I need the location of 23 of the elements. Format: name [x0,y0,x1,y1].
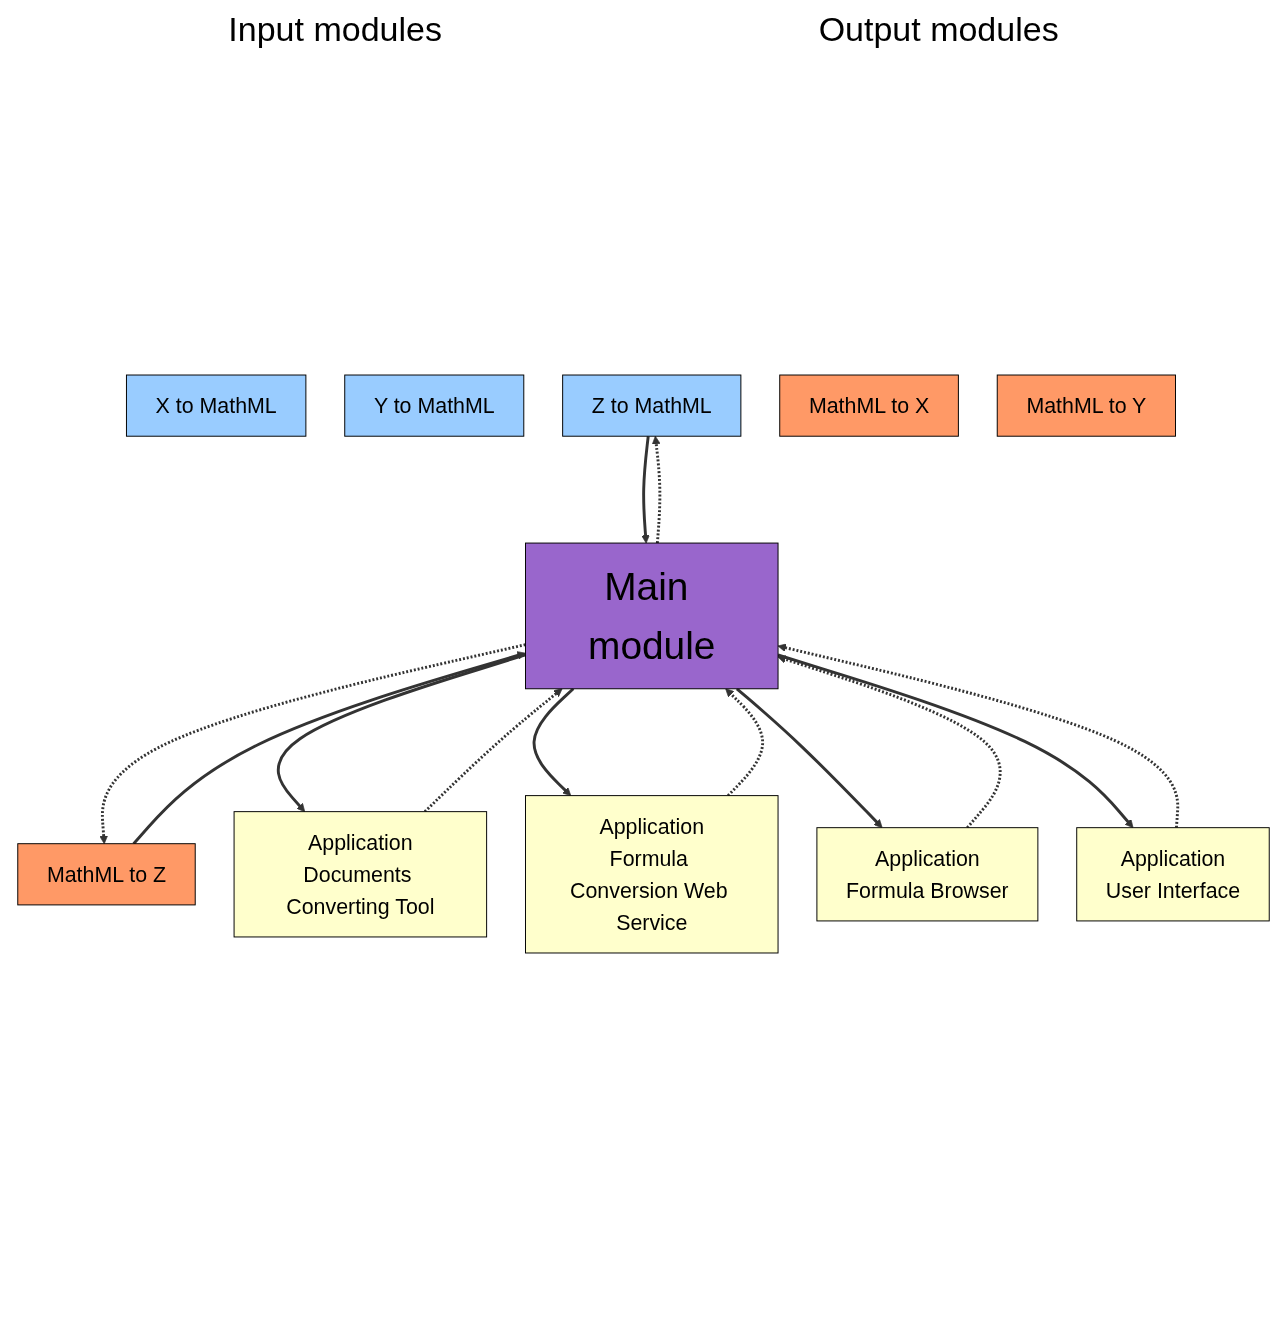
node-box: Application Documents Converting Tool [233,811,488,938]
group-heading: Output modules [818,10,1059,49]
group-heading: Input modules [228,10,442,49]
arrow [777,655,1002,829]
arrow [641,436,650,544]
node-box: Application Formula Conversion Web Service [525,795,779,954]
arrow [777,653,1134,829]
node-box: Application Formula Browser [816,827,1039,922]
node-box: MathML to Z [17,843,196,906]
node-box: X to MathML [125,374,307,437]
arrow [777,643,1180,828]
arrow [423,688,563,813]
arrow [532,687,575,796]
arrow [276,653,526,813]
node-box: MathML to Y [996,374,1176,437]
node-box: Application User Interface [1076,827,1270,922]
node-box: Main module [525,542,779,690]
arrow [735,687,883,829]
node-box: Y to MathML [344,374,525,437]
node-box: MathML to X [779,374,959,437]
node-box: Z to MathML [562,374,742,437]
arrow [651,435,662,544]
arrow [725,688,765,797]
